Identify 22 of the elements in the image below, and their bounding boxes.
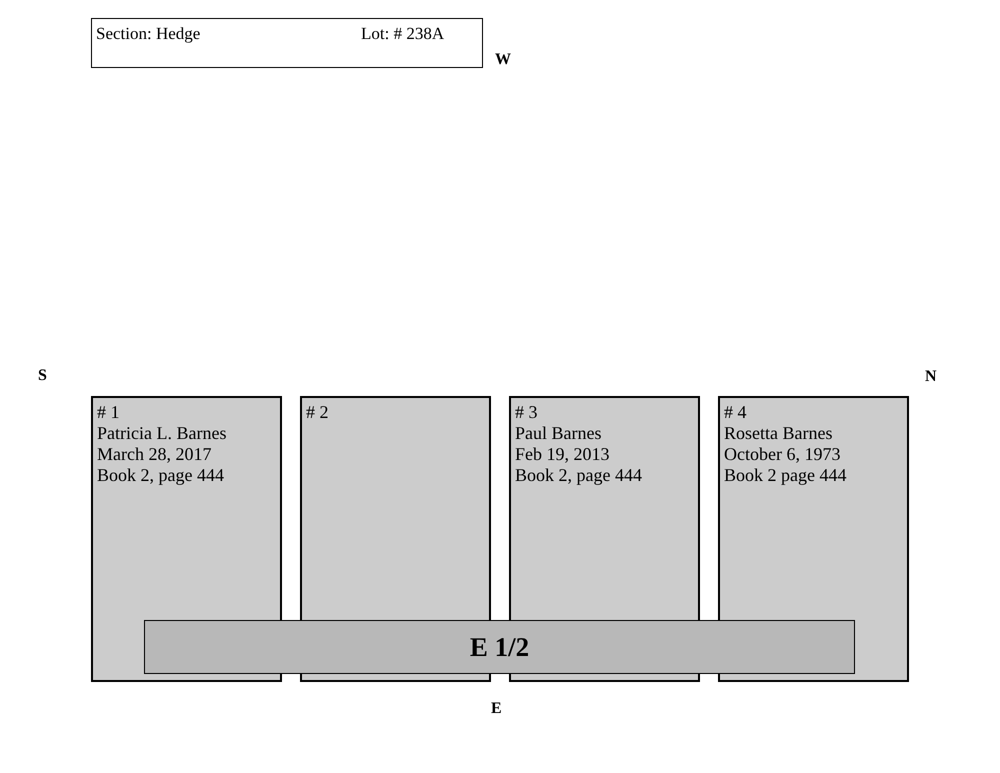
book-reference: Book 2 page 444 (724, 465, 846, 486)
plot-number: # 1 (97, 402, 120, 423)
section-label: Section: Hedge (96, 23, 200, 44)
lot-label: Lot: # 238A (361, 23, 444, 44)
name-text: Patricia L. Barnes (97, 423, 226, 444)
compass-letter: N (925, 368, 937, 386)
plot-number: # 2 (306, 402, 328, 423)
date-text: October 6, 1973 (724, 444, 840, 465)
plot-number: # 4 (724, 402, 746, 423)
header-box (91, 18, 483, 68)
name-text: Rosetta Barnes (724, 423, 832, 444)
compass-letter: S (38, 367, 47, 385)
date-text: Feb 19, 2013 (515, 444, 610, 465)
book-reference: Book 2, page 444 (97, 465, 224, 486)
name-text: Paul Barnes (515, 423, 602, 444)
half-strip (144, 620, 855, 674)
plot-number: # 3 (515, 402, 538, 423)
book-reference: Book 2, page 444 (515, 465, 642, 486)
date-text: March 28, 2017 (97, 444, 212, 465)
compass-letter: W (495, 51, 511, 69)
strip-label: E 1/2 (470, 632, 530, 662)
compass-letter: E (491, 700, 502, 718)
